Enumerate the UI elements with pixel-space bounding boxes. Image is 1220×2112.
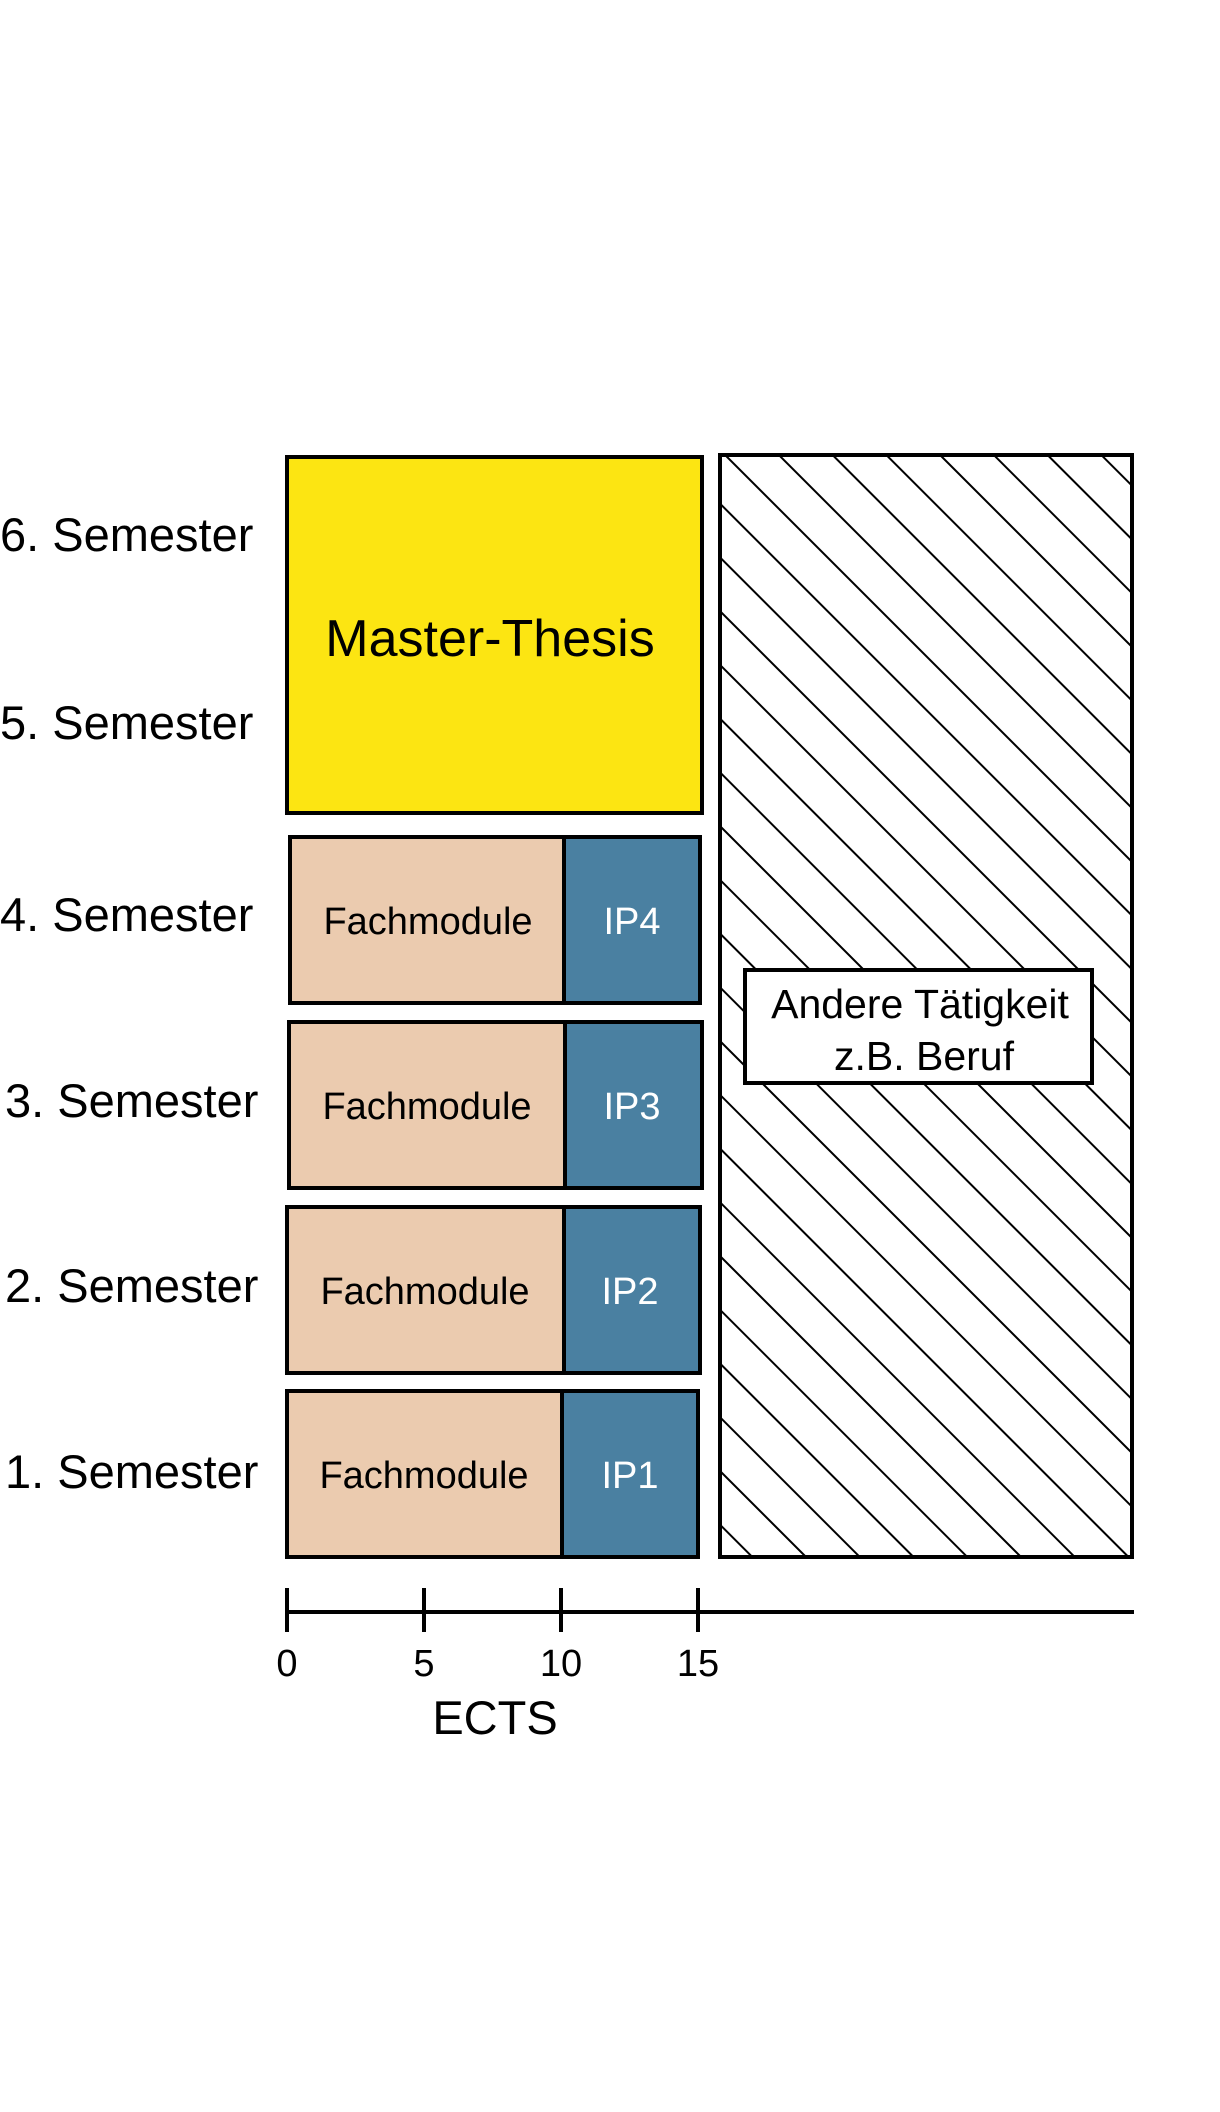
axis-title: ECTS — [432, 1691, 557, 1744]
fachmodule-box-1 — [285, 1389, 564, 1559]
ip-box-2 — [562, 1205, 702, 1375]
master-thesis-label: Master-Thesis — [325, 610, 654, 668]
master-thesis-block — [285, 455, 704, 815]
other-activity-line-1: Andere Tätigkeit — [771, 981, 1069, 1027]
other-activity-line-2: z.B. Beruf — [834, 1033, 1015, 1079]
axis-tick-label-15: 15 — [677, 1643, 719, 1685]
semester-label-2: 2. Semester — [5, 1259, 258, 1312]
fachmodule-label-4: Fachmodule — [323, 901, 532, 943]
ip-label-2: IP2 — [601, 1271, 658, 1313]
fachmodule-label-1: Fachmodule — [319, 1455, 528, 1497]
ip-box-1 — [560, 1389, 700, 1559]
axis-tick-label-5: 5 — [413, 1643, 434, 1685]
semester-label-6: 6. Semester — [0, 508, 253, 561]
semester-label-4: 4. Semester — [0, 888, 253, 941]
axis-tick-label-10: 10 — [540, 1643, 582, 1685]
ip-label-3: IP3 — [603, 1086, 660, 1128]
semester-label-1: 1. Semester — [5, 1445, 258, 1498]
fachmodule-box-2 — [285, 1205, 566, 1375]
ip-label-1: IP1 — [601, 1455, 658, 1497]
other-activity-note-box — [743, 968, 1094, 1085]
fachmodule-label-2: Fachmodule — [320, 1271, 529, 1313]
semester-label-3: 3. Semester — [5, 1074, 258, 1127]
fachmodule-box-4 — [288, 835, 566, 1005]
fachmodule-label-3: Fachmodule — [322, 1086, 531, 1128]
axis-tick-label-0: 0 — [276, 1643, 297, 1685]
semester-label-5: 5. Semester — [0, 696, 253, 749]
ip-label-4: IP4 — [603, 901, 660, 943]
ip-box-3 — [563, 1020, 704, 1190]
ip-box-4 — [562, 835, 702, 1005]
